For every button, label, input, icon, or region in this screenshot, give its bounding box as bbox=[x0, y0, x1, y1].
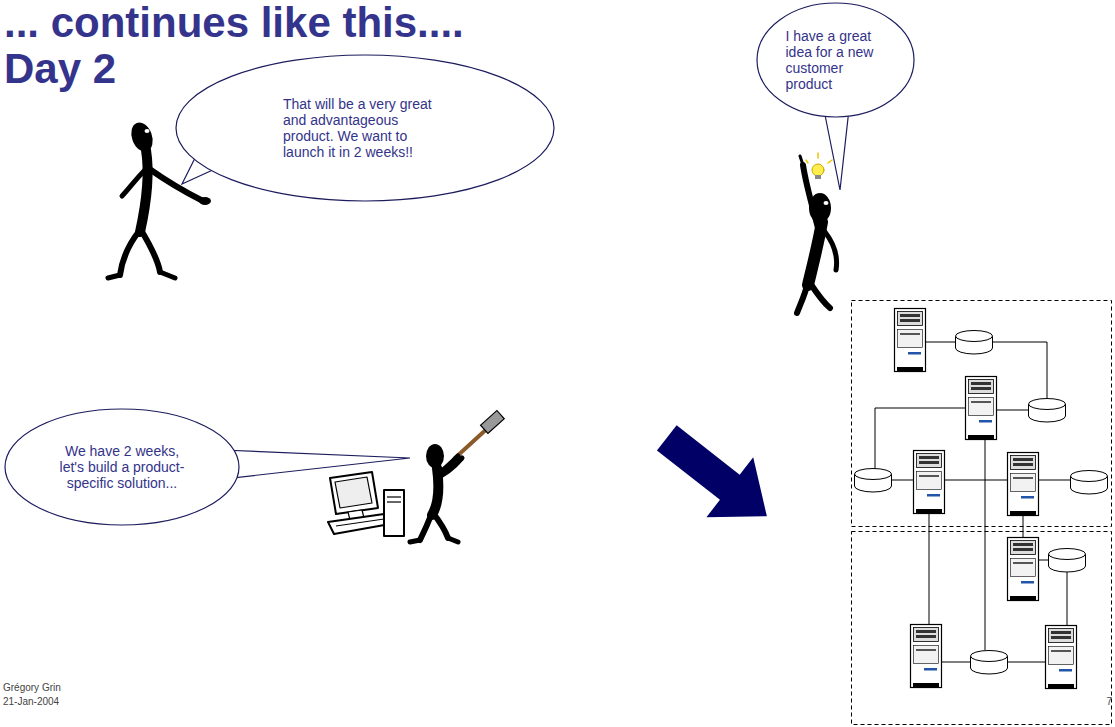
idea-figure bbox=[810, 283, 830, 308]
network-wires bbox=[875, 342, 1070, 662]
server-icon bbox=[914, 451, 945, 515]
network-boundary bbox=[852, 301, 1112, 725]
bubble-outline bbox=[757, 3, 914, 117]
author-name: Grégory Grin bbox=[3, 682, 61, 694]
pointing-figure bbox=[199, 197, 211, 205]
idea-figure bbox=[800, 156, 803, 165]
server-icon bbox=[1008, 538, 1039, 602]
network-wires bbox=[926, 342, 955, 343]
server-icon bbox=[1008, 453, 1039, 517]
bubble-text-group: We have 2 weeks, let's build a product-s… bbox=[57, 443, 187, 491]
pointing-figure bbox=[140, 150, 148, 232]
hammer-figure bbox=[410, 540, 420, 542]
lightbulb bbox=[817, 153, 819, 158]
pointing-figure bbox=[141, 230, 160, 272]
computer bbox=[328, 514, 390, 534]
pointing-figure bbox=[122, 170, 145, 196]
idea-figure bbox=[825, 232, 837, 270]
lightbulb bbox=[806, 160, 808, 163]
hammer-figure bbox=[433, 513, 448, 538]
computer bbox=[387, 496, 401, 497]
hammer-figure bbox=[436, 458, 462, 478]
pointing-figure bbox=[148, 168, 203, 201]
speech-bubble: We have 2 weeks, let's build a product-s… bbox=[4, 408, 240, 526]
speech-bubble: I have a great idea for a new customer p… bbox=[756, 2, 915, 118]
pointing-figure bbox=[160, 272, 175, 278]
hammer-figure bbox=[420, 513, 432, 540]
bubble-text: We have 2 weeks, let's build a product-s… bbox=[57, 443, 187, 491]
disk-icon bbox=[855, 331, 1108, 675]
network-wires bbox=[985, 440, 986, 650]
transition-arrow bbox=[643, 408, 790, 546]
lightbulb bbox=[812, 164, 824, 176]
computer bbox=[335, 477, 372, 508]
network-wires bbox=[993, 342, 1047, 400]
network-wires bbox=[929, 514, 930, 624]
disk-icon bbox=[855, 469, 892, 493]
server-icon bbox=[895, 309, 926, 373]
network-wires bbox=[1008, 662, 1045, 663]
hammer-figure bbox=[481, 411, 505, 434]
server-icon bbox=[966, 377, 997, 441]
network-wires bbox=[997, 410, 1028, 411]
lightbulb bbox=[806, 153, 832, 179]
lightbulb bbox=[815, 175, 821, 179]
network-wires bbox=[1067, 572, 1068, 625]
idea-figure bbox=[824, 201, 829, 205]
page-number: 7 bbox=[1106, 696, 1112, 708]
network-wires bbox=[1039, 560, 1048, 561]
speech-bubble: That will be a very great and advantageo… bbox=[175, 54, 555, 202]
disk-icon bbox=[1049, 549, 1086, 573]
disk-icon bbox=[971, 651, 1008, 675]
pointing-figure bbox=[145, 129, 150, 133]
bubble-outline bbox=[5, 409, 239, 525]
server-icon bbox=[895, 309, 1077, 690]
pointing-figure bbox=[120, 230, 140, 275]
server-icon bbox=[911, 625, 942, 689]
computer bbox=[328, 472, 404, 536]
idea-figure bbox=[797, 153, 837, 313]
bubble-outline bbox=[176, 55, 554, 201]
computer bbox=[384, 490, 404, 536]
hammer-figure bbox=[410, 411, 504, 542]
network-wires bbox=[942, 662, 970, 663]
network-boundary bbox=[852, 301, 1112, 527]
transition-arrow bbox=[643, 408, 790, 546]
network-boundary bbox=[852, 532, 1112, 725]
bubble-text-group: That will be a very great and advantageo… bbox=[283, 96, 448, 160]
disk-icon bbox=[1071, 471, 1108, 495]
idea-figure bbox=[803, 165, 818, 228]
idea-figure bbox=[797, 282, 808, 313]
disk-icon bbox=[956, 331, 993, 355]
hammer-figure bbox=[481, 411, 505, 434]
pointing-figure bbox=[108, 275, 120, 278]
bubble-text: I have a great idea for a new customer p… bbox=[786, 28, 886, 92]
server-icon bbox=[1046, 626, 1077, 690]
computer bbox=[330, 472, 378, 514]
bubble-text: That will be a very great and advantageo… bbox=[283, 96, 448, 160]
bubble-tail bbox=[214, 450, 410, 480]
computer bbox=[387, 501, 401, 502]
computer bbox=[336, 519, 384, 526]
bubble-text-group: I have a great idea for a new customer p… bbox=[786, 28, 886, 92]
hammer-figure bbox=[455, 426, 490, 458]
hammer-figure bbox=[448, 538, 458, 542]
lightbulb bbox=[828, 160, 832, 163]
disk-icon bbox=[1029, 399, 1066, 423]
slide-date: 21-Jan-2004 bbox=[3, 696, 59, 708]
idea-figure bbox=[808, 222, 822, 285]
